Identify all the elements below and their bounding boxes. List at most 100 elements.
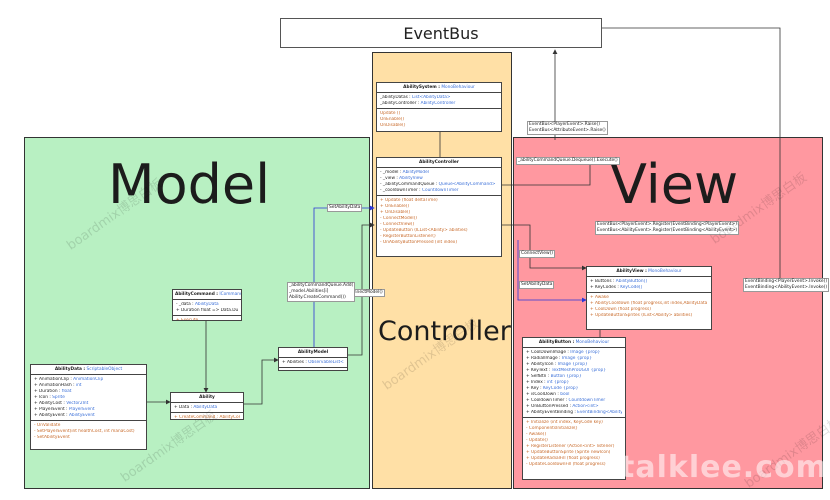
- class-method: + CoolDown (float progress): [590, 306, 651, 312]
- class-method: Update (): [380, 110, 401, 116]
- class-method: - UpdateButton (ILList<Ability> abilitie…: [380, 227, 468, 233]
- edge-set-ability-data-view: [517, 240, 587, 303]
- class-stereotype: ScriptableObject: [85, 366, 123, 372]
- class-attribute: + isCoolDown : bool: [526, 391, 570, 397]
- class-attribute: + SelfBtn : Button {prop}: [526, 373, 582, 379]
- class-method: - Update(): [526, 437, 548, 443]
- class-attribute: - _view : AbilityView: [380, 175, 423, 181]
- class-name: AbilityCommand :: [175, 291, 218, 297]
- class-method: - SetPlayerEvent(int healthCost, int man…: [34, 428, 135, 434]
- class-attribute: _abilityController : AbilityController: [380, 100, 456, 106]
- label-command-queue-add: _abilityCommandQueue.Add( _model.Abiliti…: [287, 282, 356, 302]
- class-attribute: + Icon : Sprite: [34, 394, 65, 400]
- class-name: AbilityData :: [54, 366, 86, 372]
- class-attributes: + Abilities : ObservableList<Ability>: [279, 358, 347, 369]
- class-attributes: - _model : AbilityModel- _view : Ability…: [377, 168, 501, 197]
- label-set-ability-data-2: SetAbilityData: [519, 281, 555, 289]
- class-attribute: - _model : AbilityModel: [380, 169, 430, 175]
- view-region-title: View: [610, 153, 739, 216]
- class-ability-controller[interactable]: AbilityController - _model : AbilityModel…: [376, 157, 502, 257]
- class-method: - Awake(): [526, 431, 547, 437]
- class-method: - RegisterButtonListener(): [380, 233, 436, 239]
- edge-set-ability-data: [313, 205, 375, 348]
- class-attribute: - _abilityCommandQueue : Queue<AbilityCo…: [380, 181, 496, 187]
- class-ability-button[interactable]: AbilityButton : MonoBehaviour+ CoolDownI…: [522, 337, 626, 480]
- class-method: - OnAbilityButtonPressed (int index): [380, 239, 458, 245]
- eventbus-title: EventBus: [403, 23, 479, 43]
- class-attribute: + Abilities : ObservableList<Ability>: [282, 359, 344, 365]
- watermark-site: talklee.com: [620, 450, 828, 485]
- class-title: AbilityView : MonoBehaviour: [587, 267, 711, 278]
- edge-controller-connect-view: [502, 224, 587, 271]
- class-attribute: + Buttons : AbilityButton[]: [590, 278, 648, 284]
- class-attribute: + Data : AbilityData: [174, 404, 218, 410]
- class-attribute: _abilityDatas : List<AbilityData>: [380, 94, 451, 100]
- class-name: Ability: [199, 394, 215, 400]
- class-attributes: _abilityDatas : List<AbilityData>_abilit…: [377, 93, 501, 110]
- label-command-queue-dequeue: _abilityCommandQueue.Dequeue().Execute(): [516, 157, 620, 165]
- edge-eventbus-to-view: [602, 27, 820, 285]
- class-methods: + Add (Ability ability): [279, 368, 347, 371]
- class-attribute: + AnimationHash : int: [34, 382, 82, 388]
- class-attribute: + CooldownTimer : CountdownTimer: [526, 397, 606, 403]
- class-method: - ComponentsInitialize(): [526, 425, 578, 431]
- class-method: + OnEnable(): [380, 203, 410, 209]
- class-ability[interactable]: Ability + Data : AbilityData + CreateComma…: [170, 392, 244, 420]
- eventbus-node[interactable]: EventBus: [280, 18, 602, 48]
- class-method: + UpdateButtonSprites (IList<Ability> ab…: [590, 312, 693, 318]
- class-title: AbilityController: [377, 158, 501, 169]
- class-method: + Execute: [176, 317, 199, 321]
- class-method: + UpdateRadialFill (float progress): [526, 455, 600, 461]
- class-title: AbilityData : ScriptableObject: [31, 365, 146, 376]
- class-attribute: + Duration float => Data.Duration: [176, 307, 238, 313]
- class-attribute: + PlayerEvent : PlayerEvent: [34, 406, 95, 412]
- class-method: - ConnectModel(): [380, 215, 417, 221]
- class-method: OnDisable(): [380, 122, 406, 128]
- class-methods: + Execute: [173, 316, 241, 321]
- class-title: AbilityButton : MonoBehaviour: [523, 338, 625, 349]
- class-methods: - OnValidate- SetPlayerEvent(int healthC…: [31, 421, 146, 442]
- class-ability-command[interactable]: AbilityCommand : ICommand- _data : Abili…: [172, 289, 242, 321]
- class-method: - ConnectView(): [380, 221, 415, 227]
- label-event-bus-raise: EventBus<PlayerEvent>.Raise() EventBus<A…: [527, 121, 608, 135]
- class-attribute: + RadialImage : Image {prop}: [526, 355, 592, 361]
- class-name: AbilityController: [419, 159, 459, 165]
- class-method: + CreateCommand : AbilityCommand: [174, 414, 240, 420]
- label-connect-view: ConnectView(): [519, 250, 555, 258]
- class-method: + OnDisable(): [380, 209, 411, 215]
- class-method: + Update (float deltaTime): [380, 197, 438, 203]
- class-name: AbilityModel: [297, 349, 329, 355]
- class-name: AbilityView :: [616, 268, 647, 274]
- class-attribute: + CoolDownImage : Image {prop}: [526, 349, 601, 355]
- class-attribute: + AbilityIcon : Image {prop}: [526, 361, 588, 367]
- class-name: AbilitySystem :: [403, 84, 440, 90]
- class-attribute: + OnButtonPressed : Action<int>: [526, 403, 599, 409]
- label-event-binding-invoke: EventBinding<PlayerEvent>.Invoke() Event…: [743, 278, 830, 292]
- class-attribute: + AbilityEvent : AbilityEvent: [34, 412, 95, 418]
- label-set-ability-data: SetAbilityData: [327, 204, 363, 212]
- class-ability-model[interactable]: AbilityModel + Abilities : ObservableList…: [278, 347, 348, 371]
- class-attribute: + Key : KeyCode {prop}: [526, 385, 579, 391]
- class-stereotype: MonoBehaviour: [574, 339, 610, 345]
- class-attributes: + Data : AbilityData: [171, 403, 243, 414]
- edge-controller-to-view: [502, 159, 593, 186]
- class-methods: + Awake+ AbilityCooldown (float progress…: [587, 293, 711, 320]
- class-attribute: + KeyCodes : KeyCode[]: [590, 284, 643, 290]
- class-title: AbilityModel: [279, 348, 347, 359]
- class-name: AbilityButton :: [538, 339, 575, 345]
- class-method: + Initialize (int index, KeyCode key): [526, 419, 603, 425]
- class-attribute: + Duration : float: [34, 388, 72, 394]
- class-ability-data[interactable]: AbilityData : ScriptableObject+ Animatio…: [30, 364, 147, 450]
- class-method: + Add (Ability ability): [282, 370, 344, 371]
- class-ability-view[interactable]: AbilityView : MonoBehaviour+ Buttons : A…: [586, 266, 712, 330]
- class-attributes: + AnimationClip : AnimationClip+ Animati…: [31, 375, 146, 422]
- class-attribute: - _cooldownTimer : CountdownTimer: [380, 187, 459, 193]
- class-stereotype: MonoBehaviour: [439, 84, 475, 90]
- class-stereotype: MonoBehaviour: [646, 268, 682, 274]
- class-title: Ability: [171, 393, 243, 404]
- class-attribute: + KeyText : TextMeshProUGUI {prop}: [526, 367, 606, 373]
- class-method: + UpdateButtonSprite (Sprite newIcon): [526, 449, 611, 455]
- class-attributes: - _data : AbilityData+ Duration float =>…: [173, 300, 241, 317]
- edge-ability-to-model: [244, 357, 279, 405]
- class-ability-system[interactable]: AbilitySystem : MonoBehaviour _abilityDat…: [376, 82, 502, 132]
